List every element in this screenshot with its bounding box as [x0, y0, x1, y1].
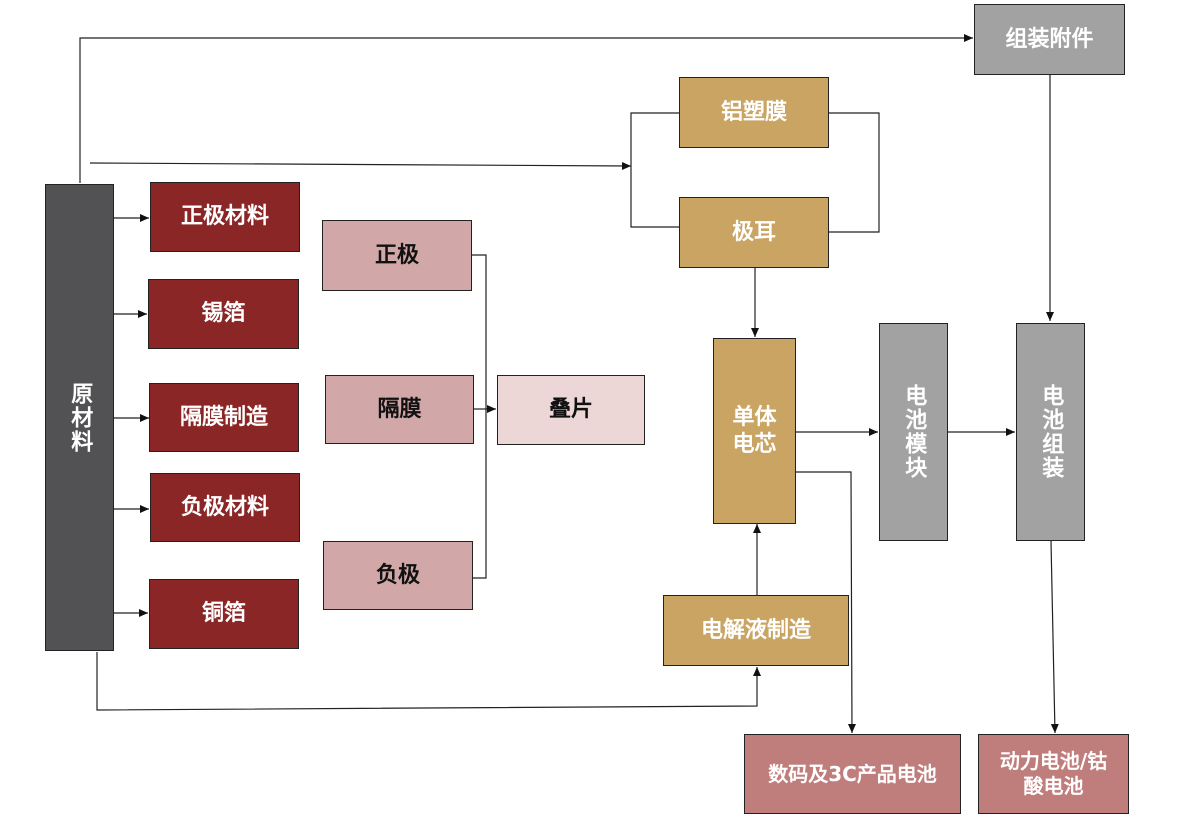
power-cobalt-battery-box: 动力电池/钴酸电池 [978, 734, 1129, 814]
battery-assembly-box: 电池组装 [1016, 323, 1085, 541]
tin-foil-box: 锡箔 [148, 279, 299, 349]
arrow-cell-to-3c-battery [796, 471, 856, 734]
arrow-raw-to-electrolyte [96, 652, 761, 711]
digital-3c-battery-box: 数码及3C产品电池 [744, 734, 961, 814]
separator-making-box: 隔膜制造 [149, 383, 299, 452]
anode-box: 负极 [323, 541, 473, 610]
arrow-raw-to-assembly-parts [79, 34, 973, 183]
arrow-assembly-to-power-battery [1050, 540, 1059, 734]
anode-material-box: 负极材料 [150, 473, 300, 542]
copper-foil-box: 铜箔 [149, 579, 299, 649]
battery-module-box: 电池模块 [879, 323, 948, 541]
power-cobalt-battery-label: 动力电池/钴酸电池 [999, 749, 1108, 798]
electrode-bracket [472, 254, 487, 579]
arrow-raw-to-film-tab [89, 161, 632, 170]
separator-box: 隔膜 [325, 375, 474, 444]
electrolyte-making-box: 电解液制造 [663, 595, 849, 666]
film-tab-left-bracket [630, 112, 679, 228]
single-cell-label: 单体电芯 [732, 404, 777, 458]
cathode-material-box: 正极材料 [150, 182, 300, 252]
lamination-box: 叠片 [497, 375, 645, 445]
assembly-parts-box: 组装附件 [974, 4, 1125, 75]
film-tab-right-bracket [829, 112, 880, 233]
raw-material-box: 原材料 [45, 184, 114, 651]
cathode-box: 正极 [322, 220, 472, 291]
aluminum-film-box: 铝塑膜 [679, 77, 829, 148]
single-cell-box: 单体电芯 [713, 338, 796, 524]
tab-box: 极耳 [679, 197, 829, 268]
